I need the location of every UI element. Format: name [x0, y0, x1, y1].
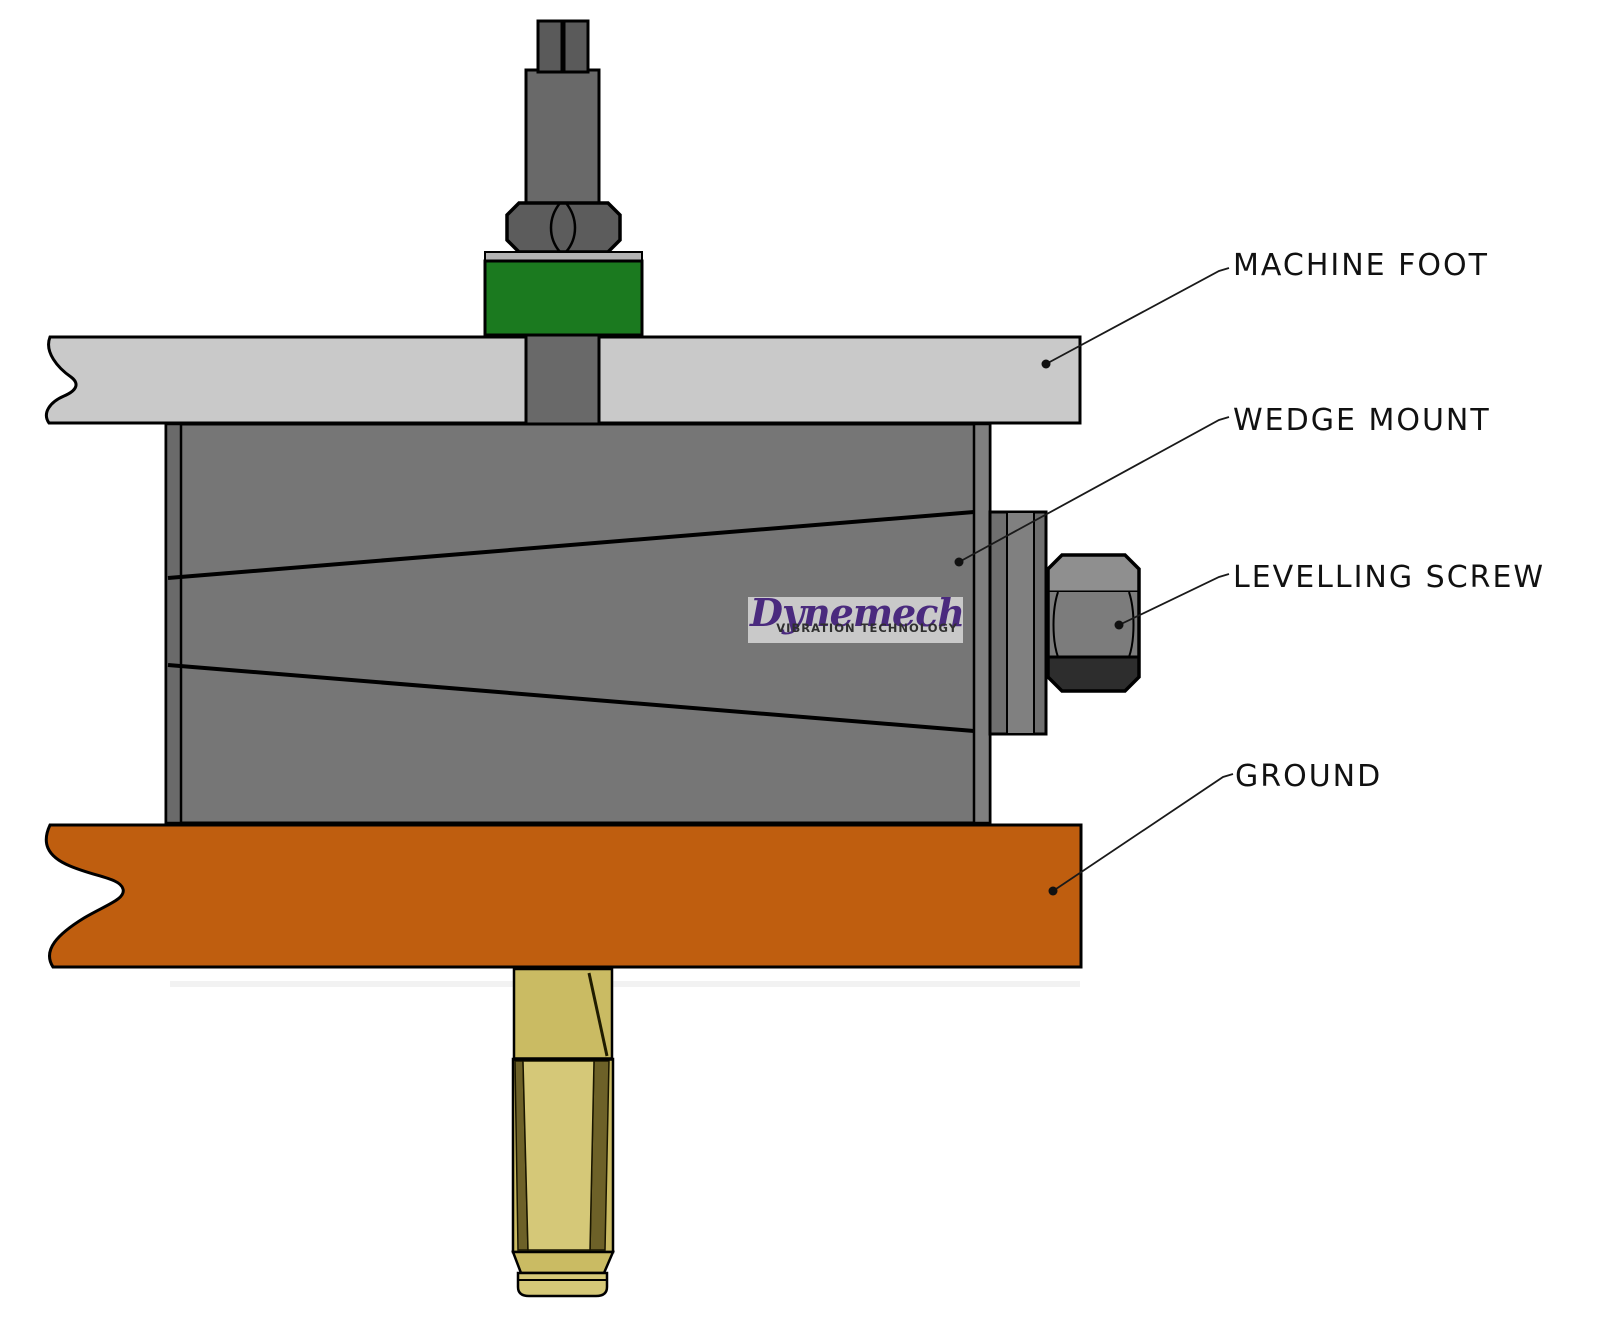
logo-tagline-text: VIBRATION TECHNOLOGY: [776, 621, 958, 635]
stud-tip-left: [536, 19, 564, 74]
screw-head-right-facet-line: [1128, 591, 1135, 658]
top-fastener-shape: [483, 19, 644, 426]
machine-foot-leader-line: [1045, 267, 1230, 365]
screw-head-left-facet-line: [1052, 591, 1059, 658]
ground-shape: [44, 823, 1083, 969]
screw-head-outline: [1046, 553, 1141, 693]
wedge-lower-seam-line: [167, 663, 975, 733]
levelling-screw-label: LEVELLING SCREW: [1233, 560, 1546, 595]
logo-brand-text: Dynemech: [750, 590, 965, 635]
wedge-mount-label: WEDGE MOUNT: [1233, 403, 1491, 438]
green-isolation-washer: [483, 259, 644, 337]
anchor-taper: [511, 1250, 615, 1275]
hex-nut-right-facet-line: [564, 202, 577, 253]
anchor-tip-cap: [516, 1271, 609, 1298]
wedge-mount-right-strip: [972, 422, 992, 825]
dynemech-logo: Dynemech VIBRATION TECHNOLOGY: [748, 590, 965, 643]
anchor-bolt-shape: [511, 967, 615, 1298]
anchor-neck-seam: [587, 972, 609, 1057]
screw-head-top-facet: [1046, 553, 1141, 594]
levelling-screw-shape: [1046, 553, 1141, 693]
machine-foot-label: MACHINE FOOT: [1233, 248, 1489, 283]
stud-tip-right: [562, 19, 590, 74]
ground-leader-line: [1052, 773, 1234, 892]
leader-lines: [958, 267, 1234, 892]
hex-nut: [505, 201, 622, 254]
levelling-screw-leader-dot: [1114, 620, 1124, 630]
anchor-neck: [512, 967, 614, 1061]
wedge-upper-seam-line: [167, 510, 975, 580]
wedge-mount-leader-line: [958, 416, 1230, 563]
ground-leader-dot: [1048, 886, 1058, 896]
wedge-mount-leader-dot: [954, 557, 964, 567]
wedge-mount-left-strip: [164, 422, 183, 825]
ground-shadow: [170, 981, 1080, 987]
anchor-sleeve-center: [522, 1060, 595, 1251]
ground-label: GROUND: [1235, 759, 1383, 794]
hex-nut-left-facet-line: [549, 202, 562, 253]
screw-head-mid-facet: [1048, 592, 1139, 657]
machine-foot-leader-dot: [1041, 359, 1051, 369]
screw-boss-center-face: [1006, 511, 1035, 735]
leader-dots: [954, 359, 1124, 896]
screw-head-bottom-facet: [1046, 655, 1141, 693]
levelling-screw-leader-line: [1118, 573, 1230, 626]
